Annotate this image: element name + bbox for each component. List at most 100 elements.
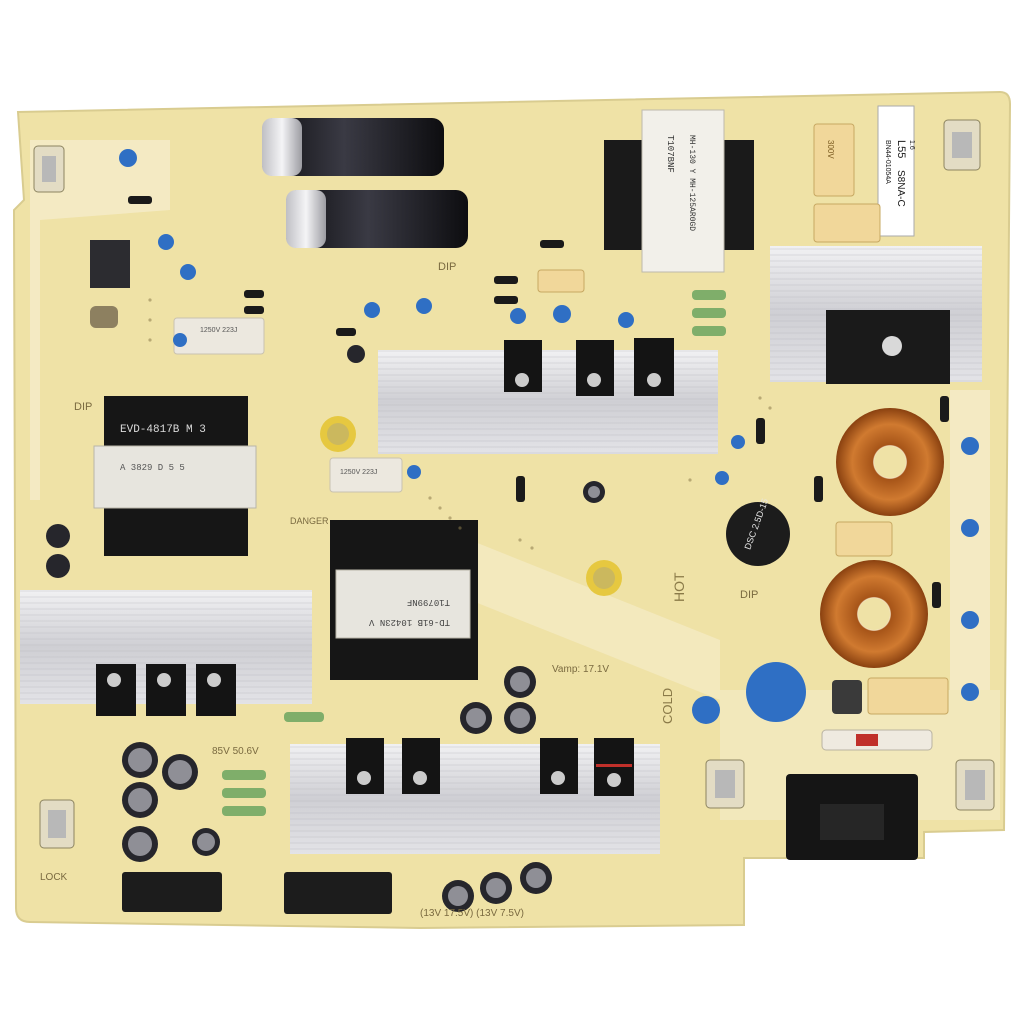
diode [516, 476, 525, 502]
ceramic-capacitor [158, 234, 174, 250]
ceramic-capacitor [715, 471, 729, 485]
ceramic-capacitor [407, 465, 421, 479]
electrolytic-capacitor [586, 560, 622, 596]
toroid-inductor [836, 408, 944, 516]
x-cap-label: 300V [826, 140, 835, 159]
mosfet [576, 340, 614, 396]
mounting-clip [705, 759, 745, 809]
ceramic-capacitor [364, 302, 380, 318]
electrolytic-capacitor [122, 826, 158, 862]
output-connector [284, 872, 392, 914]
toroid-inductor [820, 560, 928, 668]
mosfet [634, 338, 674, 396]
bulk-capacitor [286, 190, 468, 248]
ceramic-capacitor [692, 696, 720, 724]
diode [128, 196, 152, 204]
diode [244, 290, 264, 298]
electrolytic-capacitor [46, 524, 70, 578]
model-line1: L55 [895, 140, 907, 158]
mosfet [196, 664, 236, 716]
diode [244, 306, 264, 314]
heatsink-bridge [770, 246, 982, 384]
x-capacitor [867, 677, 949, 715]
fuse [821, 729, 933, 751]
ceramic-capacitor [961, 437, 979, 455]
ceramic-capacitor [180, 264, 196, 280]
x-cap-2-label: 1250V 223J [340, 469, 377, 476]
x-capacitor [813, 203, 881, 243]
varistor [746, 662, 806, 722]
ntc-thermistor: DSC 2.5D-15 [726, 497, 790, 566]
output-connector [122, 872, 222, 912]
vamp-label: Vamp: 17.1V [552, 664, 609, 675]
resistor [692, 308, 726, 318]
electrolytic-capacitor [520, 862, 552, 894]
part-number: BN44-01054A [884, 140, 891, 184]
x-capacitor [813, 123, 855, 197]
dip-label-3: DIP [740, 589, 758, 601]
transformer-top-line1: T107BNF [665, 135, 675, 173]
ceramic-capacitor [416, 298, 432, 314]
ceramic-capacitor [173, 333, 187, 347]
diode [336, 328, 356, 336]
electrolytic-capacitor [320, 416, 356, 452]
electrolytic-capacitor [460, 702, 492, 734]
electrolytic-capacitor [480, 872, 512, 904]
volt-label: 85V 50.6V [212, 746, 259, 757]
diode [756, 418, 765, 444]
transformer-top-line2: MH-130 Y MH-125AR0GD [687, 135, 696, 231]
transformer-left-line1: EVD-4817B M 3 [120, 424, 206, 436]
electrolytic-capacitor [504, 702, 536, 734]
mosfet [346, 738, 384, 794]
diode [932, 582, 941, 608]
inductor [832, 680, 862, 714]
model-sticker: L55 S8NA-C BN44-01054A 1.6 [877, 105, 915, 237]
dip-label-2: DIP [74, 401, 92, 413]
mounting-clip [955, 759, 995, 811]
resistor [222, 788, 266, 798]
x-cap-1-label: 1250V 223J [200, 327, 237, 334]
electrolytic-capacitor [122, 782, 158, 818]
x-capacitor [835, 521, 893, 557]
electrolytic-capacitor [442, 880, 474, 912]
bottom-voltage-label: (13V 17.5V) (13V 7.5V) [420, 908, 524, 919]
mosfet [146, 664, 186, 716]
danger-label: DANGER [290, 516, 329, 526]
transformer-center-line1: T10799NF [407, 597, 450, 607]
mounting-clip [943, 119, 981, 171]
diode [494, 276, 518, 284]
silkscreen-zone [470, 540, 720, 700]
mounting-clip [33, 145, 65, 193]
hot-label: HOT [671, 572, 687, 602]
electrolytic-capacitor [347, 345, 365, 363]
ceramic-capacitor [553, 305, 571, 323]
transformer-top: T107BNF MH-130 Y MH-125AR0GD [604, 109, 754, 273]
mosfet [594, 738, 634, 796]
inductor [90, 306, 118, 328]
dip-label: DIP [438, 261, 456, 273]
bulk-capacitor [262, 118, 444, 176]
ac-input-connector [786, 774, 918, 860]
resistor [692, 326, 726, 336]
diode [540, 240, 564, 248]
transformer-center-line2: TD-61B 10423N V [368, 617, 450, 627]
ceramic-capacitor [961, 611, 979, 629]
lock-label: LOCK [40, 872, 68, 883]
resistor [222, 770, 266, 780]
ceramic-capacitor [510, 308, 526, 324]
silkscreen-zone [950, 390, 990, 690]
mosfet [96, 664, 136, 716]
x-capacitor [537, 269, 585, 293]
mosfet [504, 340, 542, 392]
ceramic-capacitor [731, 435, 745, 449]
electrolytic-capacitor [162, 754, 198, 790]
electrolytic-capacitor [583, 481, 605, 503]
board-version: 1.6 [908, 140, 915, 150]
electrolytic-capacitor [192, 828, 220, 856]
electrolytic-capacitor [504, 666, 536, 698]
diode [814, 476, 823, 502]
transformer-center: T10799NF TD-61B 10423N V [330, 520, 478, 680]
transformer-left-line2: A 3829 D 5 5 [120, 463, 185, 473]
resistor [222, 806, 266, 816]
cold-label: COLD [660, 688, 675, 724]
